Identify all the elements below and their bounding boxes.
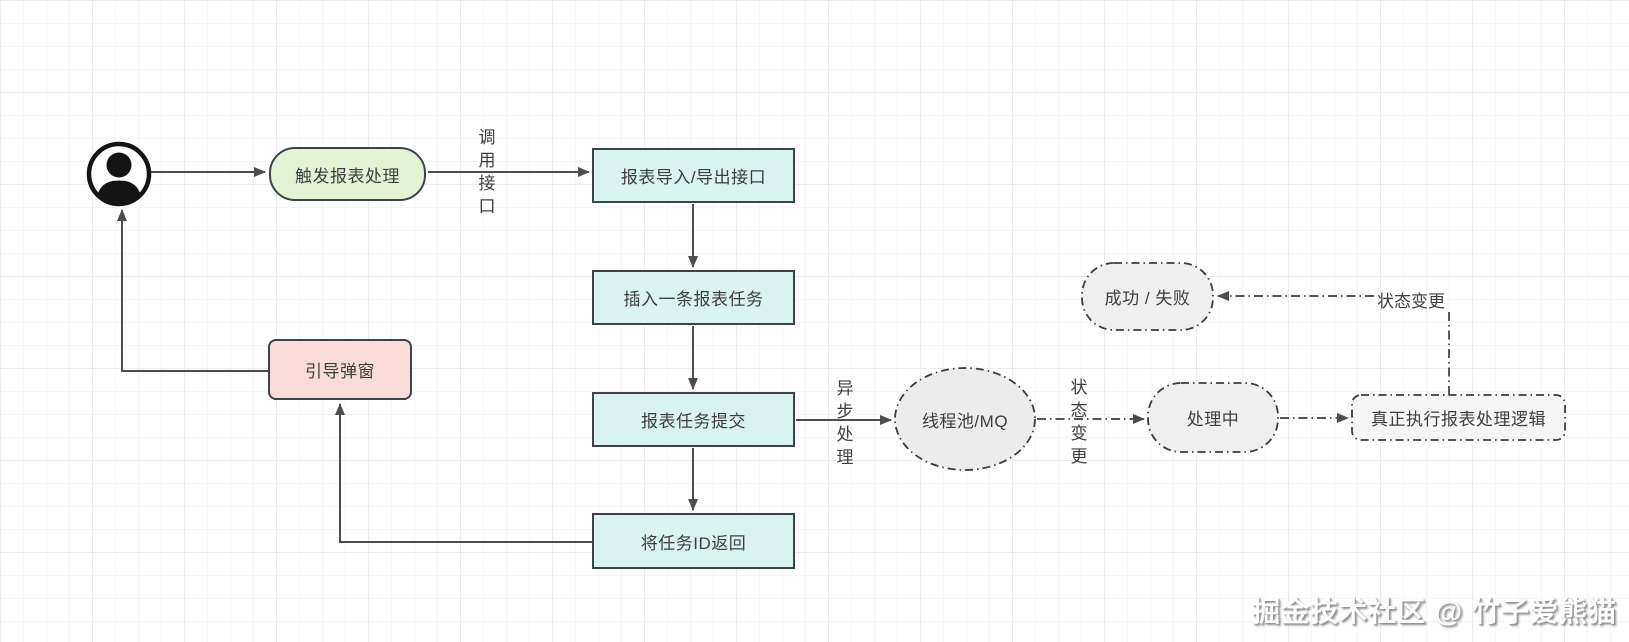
node-thread-pool-mq-label: 线程池/MQ [921, 411, 1009, 431]
edge-label-status-change-mq: 状态变更 [1070, 378, 1088, 466]
node-insert-task: 插入一条报表任务 [592, 270, 795, 325]
edge-label-call-api: 调用接口 [478, 128, 496, 216]
node-submit-task: 报表任务提交 [592, 392, 795, 447]
node-execute-logic: 真正执行报表处理逻辑 [1352, 395, 1565, 440]
dashdot-edges [1037, 291, 1450, 424]
node-guide-popup-label: 引导弹窗 [305, 362, 375, 381]
node-thread-pool-mq-shape [894, 367, 1036, 471]
node-return-task-id: 将任务ID返回 [592, 513, 795, 569]
node-submit-task-label: 报表任务提交 [641, 412, 746, 431]
node-processing: 处理中 [1148, 383, 1278, 452]
node-execute-logic-label: 真正执行报表处理逻辑 [1371, 410, 1546, 429]
node-success-fail-shape [1081, 262, 1214, 331]
person-icon [84, 139, 154, 209]
watermark: 掘金技术社区 @ 竹子爱熊猫 [1252, 596, 1617, 627]
edge-label-async-handle: 异步处理 [836, 379, 854, 467]
node-return-task-id-label: 将任务ID返回 [640, 533, 747, 553]
node-trigger-report: 触发报表处理 [269, 147, 426, 201]
node-processing-label: 处理中 [1186, 410, 1240, 429]
node-execute-logic-shape [1351, 394, 1566, 441]
node-insert-task-label: 插入一条报表任务 [623, 290, 764, 309]
edge-label-status-change-result: 状态变更 [1377, 292, 1445, 311]
node-thread-pool-mq: 线程池/MQ [895, 368, 1035, 470]
edge-return-to-popup [335, 403, 592, 543]
node-trigger-report-label: 触发报表处理 [295, 166, 400, 186]
node-report-api-label: 报表导入/导出接口 [620, 168, 767, 187]
node-success-fail-label: 成功 / 失败 [1104, 289, 1191, 308]
solid-edges [117, 167, 892, 543]
node-processing-shape [1147, 382, 1279, 453]
node-success-fail: 成功 / 失败 [1082, 263, 1213, 330]
node-report-api: 报表导入/导出接口 [592, 148, 795, 203]
node-guide-popup: 引导弹窗 [268, 339, 412, 400]
edge-popup-to-actor [117, 209, 268, 372]
